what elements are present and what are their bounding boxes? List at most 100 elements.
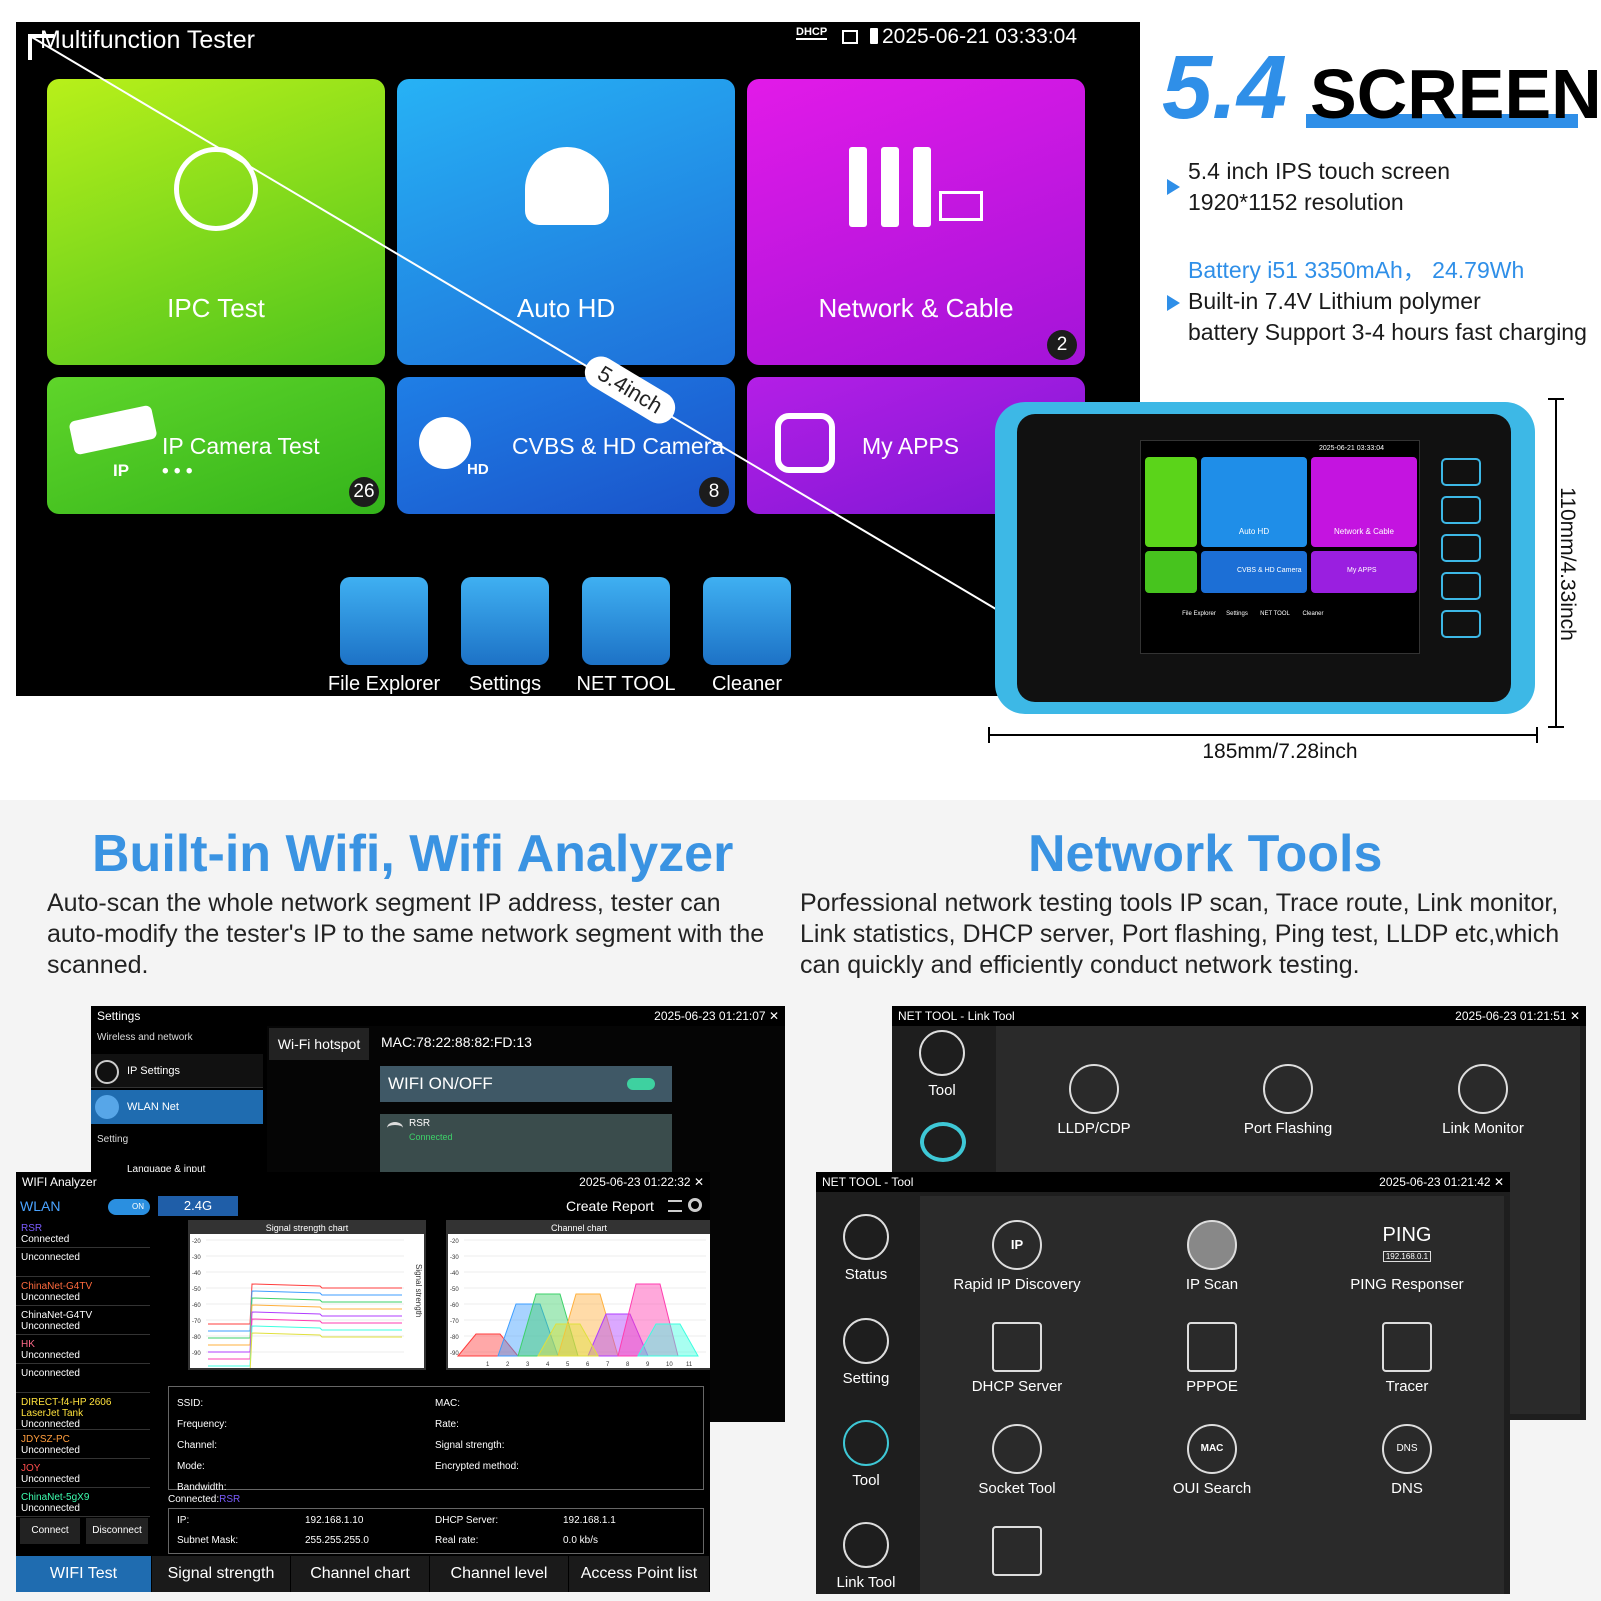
chart-title: Channel chart: [448, 1222, 710, 1234]
tool-network-extra[interactable]: [927, 1526, 1107, 1582]
wlan-label: WLAN: [20, 1198, 61, 1214]
info-right: MAC: Rate: Signal strength: Encrypted me…: [435, 1393, 519, 1477]
network-row[interactable]: [380, 1114, 672, 1174]
ip-discovery-icon: IP: [992, 1220, 1042, 1270]
tile-ipc-test[interactable]: IPC Test: [47, 79, 385, 365]
tool-tracer[interactable]: Tracer: [1317, 1322, 1497, 1395]
gear-icon[interactable]: [688, 1198, 702, 1212]
x-tick-label: 9: [646, 1362, 650, 1368]
side-link-tool[interactable]: Link Tool: [816, 1522, 916, 1591]
tile-badge: 8: [699, 477, 729, 507]
tool-label: Port Flashing: [1243, 1120, 1333, 1137]
y-tick-label: -40: [192, 1271, 201, 1277]
y-axis-label: Signal strength: [414, 1264, 423, 1317]
tool-socket-tool[interactable]: Socket Tool: [927, 1424, 1107, 1497]
mini-tile: Auto HD: [1201, 457, 1307, 547]
menu-wlan-net[interactable]: WLAN Net: [91, 1090, 263, 1124]
share-icon: [843, 1522, 889, 1568]
ip-label: IP: [113, 461, 130, 480]
filter-icon[interactable]: [668, 1200, 682, 1212]
list-item[interactable]: Unconnected: [16, 1249, 150, 1277]
band-tab[interactable]: 2.4G: [158, 1196, 238, 1216]
side-tool[interactable]: Tool: [816, 1420, 916, 1489]
tab-access-point-list[interactable]: Access Point list: [569, 1556, 710, 1592]
tab-wifi-hotspot[interactable]: Wi-Fi hotspot: [269, 1028, 369, 1060]
dock-settings[interactable]: Settings: [440, 577, 570, 696]
tool-pppoe[interactable]: PPPOE: [1122, 1322, 1302, 1395]
series-line: [208, 1290, 402, 1332]
radar-icon: [1187, 1220, 1237, 1270]
share-icon[interactable]: [920, 1122, 966, 1162]
series-line: [208, 1297, 402, 1339]
tile-auto-hd[interactable]: Auto HD: [397, 79, 735, 365]
network-status: Connected: [409, 1132, 453, 1142]
dhcp-value: 192.168.1.1: [563, 1515, 616, 1526]
list-item[interactable]: Unconnected: [16, 1365, 150, 1393]
socket-icon: [992, 1424, 1042, 1474]
y-tick-label: -50: [450, 1287, 459, 1293]
side-status[interactable]: Status: [816, 1214, 916, 1283]
connected-ssid: RSR: [219, 1494, 241, 1505]
menu-language[interactable]: Language & input: [127, 1164, 206, 1175]
tab-channel-level[interactable]: Channel level: [430, 1556, 569, 1592]
wifi-onoff-row[interactable]: WIFI ON/OFF: [380, 1066, 672, 1102]
wifi-section-desc: Auto-scan the whole network segment IP a…: [47, 889, 765, 979]
tool-port-flashing[interactable]: Port Flashing: [1198, 1064, 1378, 1137]
window-title: NET TOOL - Tool: [822, 1175, 914, 1189]
tile-network-cable[interactable]: Network & Cable 2: [747, 79, 1085, 365]
dock-net-tool[interactable]: NET TOOL: [561, 577, 691, 696]
tile-cvbs-hd-camera[interactable]: HD CVBS & HD Camera 8: [397, 377, 735, 514]
tool-link-monitor[interactable]: Link Monitor: [1393, 1064, 1573, 1137]
tab-wifi-test[interactable]: WIFI Test: [16, 1556, 152, 1592]
wlan-toggle[interactable]: ON: [108, 1199, 150, 1215]
tool-lldp-cdp[interactable]: LLDP/CDP: [1004, 1064, 1184, 1137]
lldp-icon: [1069, 1064, 1119, 1114]
tool-label: PPPOE: [1186, 1378, 1238, 1395]
side-tool[interactable]: Tool: [892, 1030, 992, 1099]
ssid: HK: [21, 1339, 35, 1350]
dock-cleaner[interactable]: Cleaner: [682, 577, 812, 696]
datetime: 2025-06-23 01:21:51 ✕: [1455, 1009, 1580, 1023]
folder-icon: [340, 577, 428, 665]
net-section-title: Network Tools: [1028, 825, 1383, 883]
dock-label: Cleaner: [711, 673, 783, 695]
tool-ping-responser[interactable]: PING 192.168.0.1 PING Responser: [1317, 1220, 1497, 1293]
dock-file-explorer[interactable]: File Explorer: [319, 577, 449, 696]
tab-channel-chart[interactable]: Channel chart: [291, 1556, 430, 1592]
tile-label: Network & Cable: [818, 293, 1014, 323]
connect-button[interactable]: Connect: [20, 1518, 80, 1544]
tile-label: CVBS & HD Camera: [512, 433, 725, 459]
ip-label: IP:: [177, 1515, 190, 1526]
side-setting[interactable]: Setting: [816, 1318, 916, 1387]
menu-ip-settings[interactable]: IP Settings: [91, 1054, 263, 1088]
globe-icon: [95, 1060, 119, 1084]
dome-camera-icon: [525, 147, 609, 225]
wifi-toggle[interactable]: [627, 1078, 655, 1090]
tile-ip-camera-test[interactable]: IP IP Camera Test • • • 26: [47, 377, 385, 514]
window-title: Settings: [97, 1009, 141, 1023]
y-tick-label: -90: [450, 1351, 459, 1357]
tool-dhcp-server[interactable]: DHCP Server: [927, 1322, 1107, 1395]
tool-ip-scan[interactable]: IP Scan: [1122, 1220, 1302, 1293]
ptz-camera-icon: [419, 417, 471, 469]
create-report-button[interactable]: Create Report: [566, 1198, 654, 1214]
side-label: Tool: [928, 1082, 956, 1099]
tab-signal-strength-chart[interactable]: Signal strength chart: [152, 1556, 291, 1592]
dock-label: File Explorer: [327, 673, 441, 695]
connected-label: Connected:: [168, 1494, 220, 1505]
y-tick-label: -20: [450, 1239, 459, 1245]
disconnect-button[interactable]: Disconnect: [86, 1518, 148, 1544]
